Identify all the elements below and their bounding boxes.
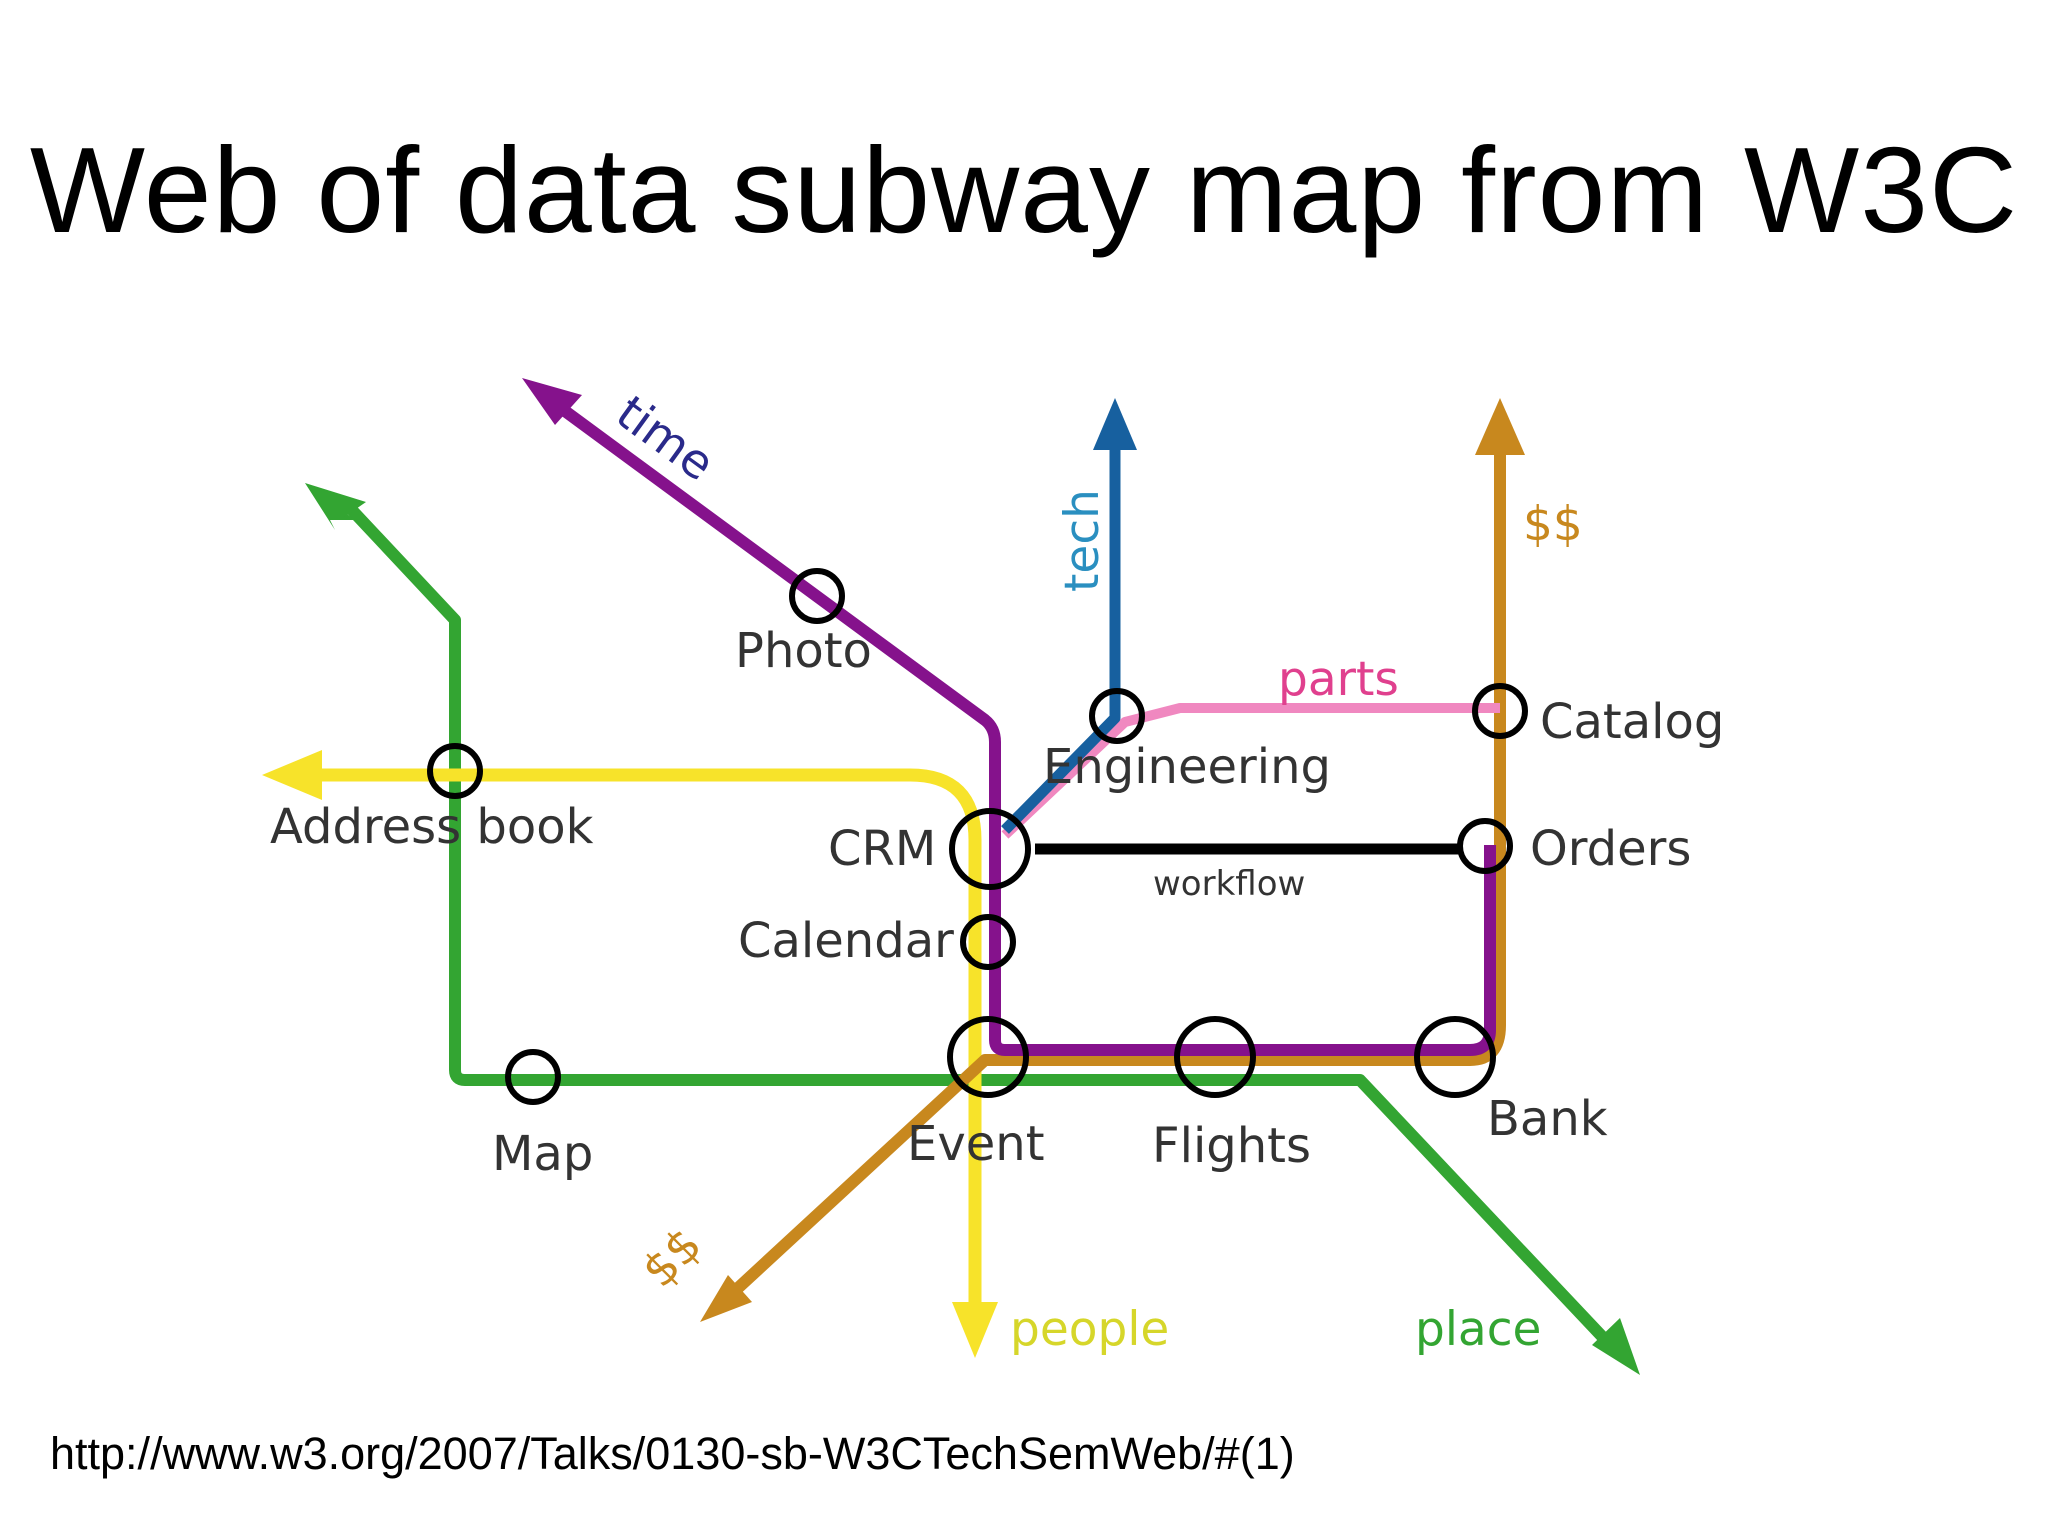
purple-arrow-head	[522, 378, 582, 425]
green-arrow-top-head	[305, 483, 366, 520]
label-calendar: Calendar	[738, 913, 954, 969]
label-crm: CRM	[828, 821, 936, 877]
station-engineering	[1089, 688, 1145, 744]
label-workflow: workflow	[1153, 864, 1305, 904]
label-parts: parts	[1278, 652, 1399, 707]
label-time: time	[606, 385, 724, 492]
label-address-book: Address book	[270, 799, 594, 855]
orange-arrow-down-head	[700, 1275, 752, 1322]
label-flights: Flights	[1152, 1118, 1311, 1174]
station-photo	[789, 568, 845, 624]
station-address-book	[427, 743, 483, 799]
label-tech: tech	[1055, 489, 1110, 592]
label-orders: Orders	[1530, 821, 1691, 877]
label-place: place	[1415, 1302, 1541, 1357]
yellow-arrow-left-head	[262, 750, 322, 800]
label-money-bottom: $$	[632, 1217, 713, 1298]
station-calendar	[960, 914, 1016, 970]
station-orders	[1457, 818, 1513, 874]
label-money-top: $$	[1523, 497, 1583, 552]
purple-line	[546, 395, 1496, 1056]
green-line	[345, 503, 1617, 1352]
yellow-line	[290, 768, 982, 1330]
station-catalog	[1472, 683, 1528, 739]
label-map: Map	[492, 1126, 593, 1182]
station-flights	[1174, 1016, 1256, 1098]
label-photo: Photo	[735, 623, 872, 679]
station-bank	[1414, 1016, 1496, 1098]
label-catalog: Catalog	[1540, 694, 1724, 750]
station-event	[947, 1016, 1029, 1098]
blue-line	[1001, 425, 1121, 834]
blue-arrow-head	[1093, 398, 1137, 450]
label-bank: Bank	[1487, 1091, 1608, 1147]
source-url: http://www.w3.org/2007/Talks/0130-sb-W3C…	[50, 1428, 1295, 1479]
label-engineering: Engineering	[1043, 739, 1331, 795]
green-arrow-bottom-head	[1592, 1318, 1640, 1375]
slide-title: Web of data subway map from W3C	[29, 122, 2019, 258]
label-people: people	[1010, 1302, 1169, 1357]
orange-arrow-up-head	[1475, 398, 1525, 455]
label-event: Event	[907, 1116, 1045, 1172]
station-map	[505, 1049, 561, 1105]
yellow-arrow-down-head	[952, 1302, 998, 1358]
station-crm	[949, 808, 1031, 890]
pink-line	[1001, 703, 1500, 839]
